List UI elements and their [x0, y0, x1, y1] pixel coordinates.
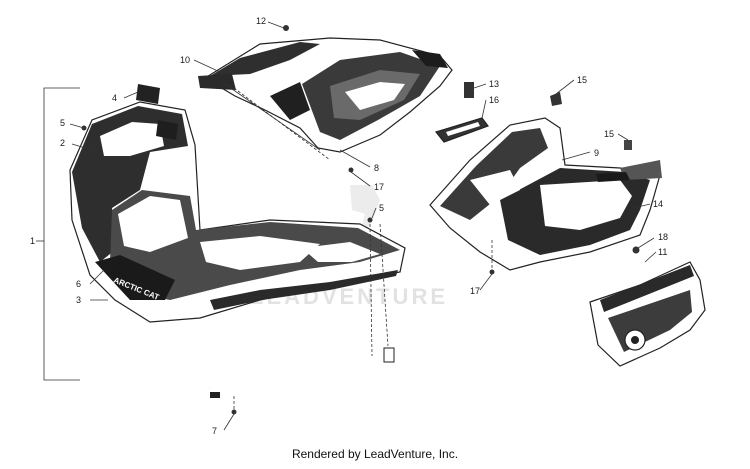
callout-labels: 1 2 3 4 5 5 6 7 8 9 10 11 12 13 14 15 15… — [30, 16, 668, 436]
hardware — [81, 25, 632, 415]
assembly-bracket-1 — [36, 87, 80, 381]
screw-part-17b — [489, 269, 495, 275]
callout-17a: 17 — [374, 182, 384, 192]
light-part-15a — [550, 92, 562, 106]
callout-7: 7 — [212, 426, 217, 436]
callout-13: 13 — [489, 79, 499, 89]
callout-15a: 15 — [577, 75, 587, 85]
leader-lines — [69, 21, 657, 431]
bumper-tube-part-3 — [104, 295, 395, 398]
grille-panel-part-11 — [589, 246, 706, 367]
light-part-15b — [624, 140, 632, 150]
callout-18: 18 — [658, 232, 668, 242]
callout-10: 10 — [180, 55, 190, 65]
screw-part-5b — [367, 217, 373, 223]
screw-part-17a — [348, 167, 354, 173]
callout-4: 4 — [112, 93, 117, 103]
callout-12: 12 — [256, 16, 266, 26]
side-panel-part-14 — [429, 117, 662, 271]
watermark-logo — [350, 185, 380, 240]
callout-15b: 15 — [604, 129, 614, 139]
hood-cover-part-8 — [198, 37, 453, 153]
decal-part-4 — [136, 84, 160, 104]
arctic-cat-decal — [95, 255, 175, 300]
callout-16: 16 — [489, 95, 499, 105]
decal-part-10 — [198, 74, 236, 90]
callout-11: 11 — [658, 247, 667, 257]
callout-1: 1 — [30, 236, 35, 246]
footer-credit: Rendered by LeadVenture, Inc. — [291, 447, 459, 461]
vent-part-16 — [434, 117, 489, 143]
callout-8: 8 — [374, 163, 379, 173]
callout-3: 3 — [76, 295, 81, 305]
callout-17b: 17 — [470, 286, 480, 296]
fastener-part-18 — [632, 246, 640, 254]
screw-part-12 — [283, 25, 289, 31]
callout-5b: 5 — [379, 203, 384, 213]
callout-5a: 5 — [60, 118, 65, 128]
callout-6: 6 — [76, 279, 81, 289]
front-rack-part-6: ARCTIC CAT — [69, 84, 406, 323]
screw-part-7 — [231, 409, 237, 415]
callout-14: 14 — [653, 199, 663, 209]
clip-part-13 — [464, 82, 474, 98]
callout-2: 2 — [60, 138, 65, 148]
callout-9: 9 — [594, 148, 599, 158]
